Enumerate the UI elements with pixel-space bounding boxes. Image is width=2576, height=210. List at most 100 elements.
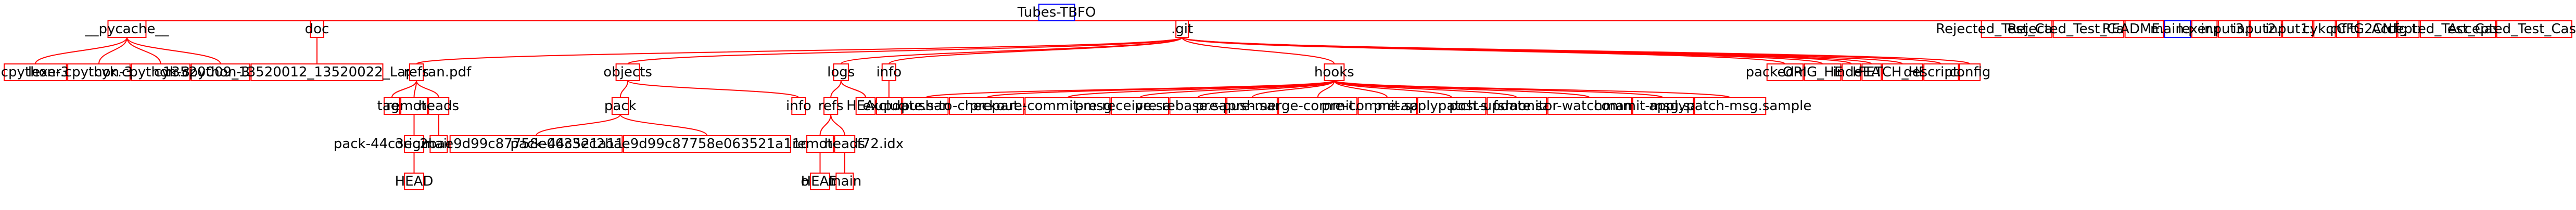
node-label: pack (604, 98, 637, 114)
edge-hooks-to-prepare-commit-msg-sample (1067, 80, 1335, 98)
tree-node-accepted-test-case-1-py[interactable]: Accepted_Test_Case_1.py (2448, 20, 2576, 38)
node-box (1923, 63, 1959, 81)
edge-hooks-to-pre-push-sample (1251, 80, 1335, 98)
edge-refs-to-heads (830, 114, 845, 136)
node-box (2282, 20, 2313, 38)
node-box (107, 20, 147, 38)
node-label: hooks (1314, 64, 1354, 80)
node-label: config (1949, 64, 1991, 80)
node-box (1842, 63, 1861, 81)
tree-node-main[interactable]: main (828, 173, 861, 190)
node-label: doc (305, 21, 329, 37)
node-label: __pycache__ (85, 21, 170, 37)
tree-node-heads[interactable]: heads (824, 135, 865, 153)
node-box (1694, 97, 1767, 115)
tree-node-13520009-13520012-13520022-laporan-pdf[interactable]: 13520009_13520012_13520022_Laporan.pdf (163, 63, 472, 81)
node-box (1357, 97, 1417, 115)
node-label: logs (827, 64, 855, 80)
tree-node-input1-py[interactable]: input1.py (2265, 20, 2330, 38)
edge-hooks-to-pre-applypatch-sample (1334, 80, 1453, 98)
tree-node-pre-push-sample[interactable]: pre-push.sample (1196, 97, 1309, 115)
tree-node-head[interactable]: HEAD (395, 173, 434, 190)
tree-node-applypatch-msg-sample[interactable]: applypatch-msg.sample (1649, 97, 1812, 115)
edge-pycache-to-lexer-cpython-38-pyc (98, 37, 128, 64)
node-box (2124, 20, 2164, 38)
edge-objects-to-pack (619, 80, 629, 98)
node-box (250, 63, 384, 81)
node-label: info (876, 64, 902, 80)
node-box (449, 135, 623, 153)
tree-node-rejected-test-case2-py[interactable]: Rejected_Test_Case2.py (1936, 20, 2098, 38)
node-box (1175, 20, 1189, 38)
node-box (1766, 63, 1804, 81)
node-label: Tubes-TBFO (1017, 5, 1096, 20)
node-box (2217, 20, 2250, 38)
tree-node-objects[interactable]: objects (603, 63, 652, 81)
edge-hooks-to-pre-merge-commit-sample (1317, 80, 1335, 98)
tree-node-info[interactable]: info (786, 97, 811, 115)
edge-pycache-to-lexer-cpython-39-pyc (34, 37, 128, 64)
node-box (823, 97, 839, 115)
edge-pack-to-pack-44c3ec2bae9d99c87758e063521a11d90f364f72-pack (535, 114, 621, 136)
node-box (2250, 20, 2282, 38)
node-box (810, 173, 830, 190)
edge-hooks-to-pre-receive-sample (1139, 80, 1335, 98)
node-label: HEAD (801, 174, 840, 189)
tree-node-logs[interactable]: logs (827, 63, 855, 81)
edge-hooks-to-applypatch-msg-sample (1334, 80, 1731, 98)
node-label: heads (824, 136, 865, 152)
node-box (1038, 4, 1075, 21)
node-box (383, 97, 400, 115)
node-box (310, 20, 324, 38)
tree-node-pycache[interactable]: __pycache__ (85, 20, 170, 38)
node-box (2313, 20, 2336, 38)
tree-node-hooks[interactable]: hooks (1314, 63, 1354, 81)
node-box (409, 63, 424, 81)
node-box (191, 63, 250, 81)
node-box (1632, 97, 1694, 115)
tree-node-doc[interactable]: doc (305, 20, 329, 38)
node-box (902, 97, 949, 115)
node-box (400, 97, 428, 115)
node-box (1861, 63, 1882, 81)
node-box (429, 135, 448, 153)
tree-node-head[interactable]: HEAD (801, 173, 840, 190)
tree-node-origin[interactable]: origin (395, 135, 434, 153)
edge-pycache-to-cyk-cpython-39-pyc (126, 37, 161, 64)
tree-node-heads[interactable]: heads (418, 97, 459, 115)
tree-nodes: Tubes-TBFO__pycache__lexer.cpython-39.py… (0, 4, 2576, 190)
node-label: HEAD (395, 174, 434, 189)
edge-pycache-to-cyk-cpython-38-pyc (126, 37, 221, 64)
node-box (1278, 97, 1357, 115)
edge-git-to-refs (416, 37, 1183, 64)
node-box (404, 173, 424, 190)
edge-hooks-to-commit-msg-sample (1334, 80, 1664, 98)
node-box (1417, 97, 1487, 115)
node-box (1226, 97, 1278, 115)
tree-node-cyk-py[interactable]: cyk.py (2303, 20, 2347, 38)
node-box (2420, 20, 2496, 38)
node-box (2191, 20, 2218, 38)
tree-node-pack[interactable]: pack (604, 97, 637, 115)
node-box (2336, 20, 2358, 38)
node-label: .git (1171, 21, 1193, 37)
tree-node-info[interactable]: info (876, 63, 902, 81)
tree-node-config[interactable]: config (1949, 63, 1991, 81)
node-box (1547, 97, 1632, 115)
node-label: refs (404, 64, 429, 80)
edge-git-to-objects (627, 37, 1183, 64)
node-box (855, 97, 876, 115)
tree-node-refs[interactable]: refs (404, 63, 429, 81)
node-label: applypatch-msg.sample (1649, 98, 1812, 114)
edge-objects-to-info (627, 80, 800, 98)
tree-node-git[interactable]: .git (1171, 20, 1193, 38)
tree-node-refs[interactable]: refs (818, 97, 844, 115)
node-box (131, 63, 191, 81)
edge-refs-to-tags (391, 80, 417, 98)
tree-node-tubes-tbfo[interactable]: Tubes-TBFO (1017, 4, 1096, 21)
node-box (1804, 63, 1842, 81)
node-box (833, 63, 849, 81)
edge-git-to-hooks (1182, 37, 1335, 64)
edge-hooks-to-pre-commit-sample (1334, 80, 1388, 98)
